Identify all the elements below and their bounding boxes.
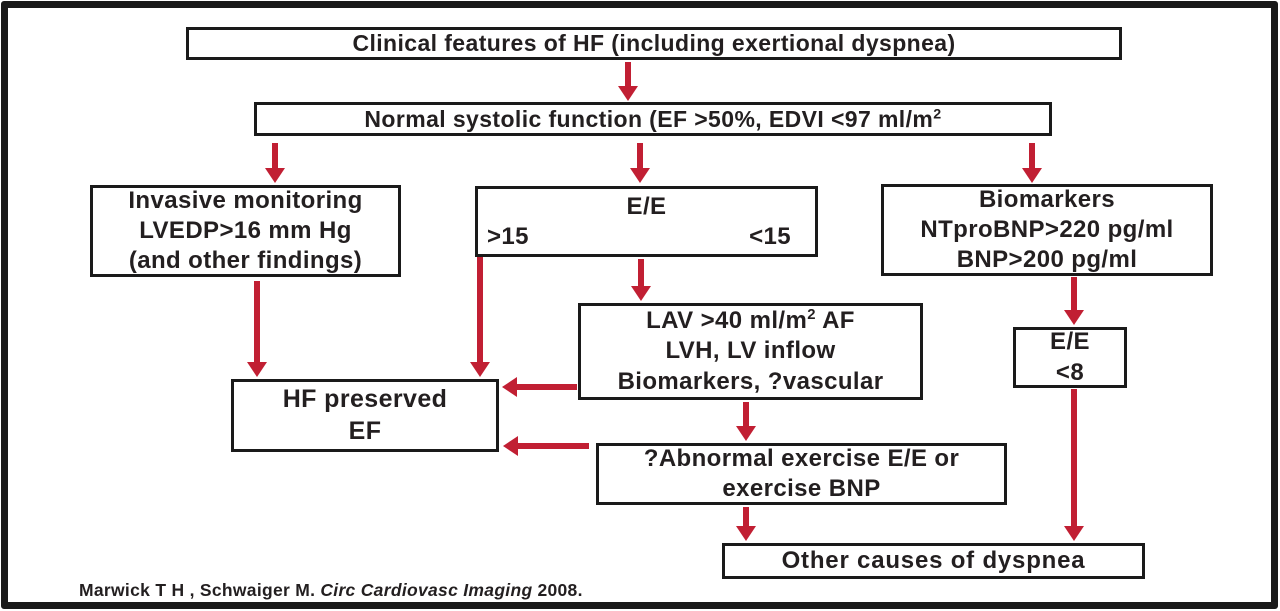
arrow-ee15-to-lav — [631, 259, 651, 301]
ee15-title: E/E — [626, 193, 667, 220]
ee15-branch-gt15: >15 — [487, 223, 529, 251]
arrow-lav-to-hf — [502, 377, 577, 397]
hf-line-1: HF preserved — [282, 385, 448, 413]
citation-year: 2008. — [537, 580, 583, 600]
other-causes-label: Other causes of dyspnea — [781, 546, 1086, 574]
node-clinical-features-label: Clinical features of HF (including exert… — [352, 30, 956, 57]
citation-authors: Marwick T H , Schwaiger M. — [79, 580, 316, 600]
biomarkers-line-3: BNP>200 pg/ml — [956, 246, 1138, 274]
lav-line-1: LAV >40 ml/m2 AF — [646, 307, 855, 335]
abnormal-line-1: ?Abnormal exercise E/E or — [643, 444, 960, 472]
arrow-ee15-gt15-to-hf — [470, 257, 490, 377]
invasive-line-2: LVEDP>16 mm Hg — [139, 216, 352, 244]
arrow-abnormal-to-hf — [503, 436, 589, 456]
node-clinical-features: Clinical features of HF (including exert… — [186, 27, 1122, 60]
lav-line-3: Biomarkers, ?vascular — [617, 367, 884, 395]
node-biomarkers: Biomarkers NTproBNP>220 pg/ml BNP>200 pg… — [881, 184, 1213, 276]
node-hf-preserved-ef: HF preserved EF — [231, 379, 499, 452]
invasive-line-3: (and other findings) — [128, 247, 363, 275]
ee15-branches: >15 <15 — [478, 222, 815, 252]
arrow-lav-to-abnormal — [736, 402, 756, 441]
abnormal-line-2: exercise BNP — [722, 475, 881, 502]
biomarkers-line-1: Biomarkers — [978, 185, 1116, 213]
node-ee-ratio-15: E/E >15 <15 — [475, 186, 818, 257]
arrow-invasive-to-hf — [247, 281, 267, 377]
citation: Marwick T H , Schwaiger M.Circ Cardiovas… — [79, 580, 583, 601]
arrow-biomarkers-to-ee8 — [1064, 277, 1084, 325]
ee15-branch-lt15: <15 — [749, 223, 791, 251]
node-lav-criteria: LAV >40 ml/m2 AF LVH, LV inflow Biomarke… — [578, 303, 923, 400]
arrow-ee8-to-other — [1064, 389, 1084, 541]
ee8-line-1: E/E — [1050, 328, 1090, 356]
node-normal-systolic-label: Normal systolic function (EF >50%, EDVI … — [364, 105, 942, 132]
lav-line-2: LVH, LV inflow — [665, 337, 836, 365]
node-normal-systolic-function: Normal systolic function (EF >50%, EDVI … — [254, 102, 1052, 136]
arrow-normal-to-biomarkers — [1022, 143, 1042, 183]
node-other-causes: Other causes of dyspnea — [722, 543, 1145, 579]
ee8-line-2: <8 — [1055, 358, 1085, 386]
citation-journal: Circ Cardiovasc Imaging — [320, 580, 533, 600]
node-ee-ratio-8: E/E <8 — [1013, 327, 1127, 388]
biomarkers-line-2: NTproBNP>220 pg/ml — [920, 215, 1174, 243]
arrow-normal-to-invasive — [265, 143, 285, 183]
invasive-line-1: Invasive monitoring — [128, 186, 363, 214]
node-invasive-monitoring: Invasive monitoring LVEDP>16 mm Hg (and … — [90, 185, 401, 277]
node-abnormal-exercise: ?Abnormal exercise E/E or exercise BNP — [596, 443, 1007, 505]
arrow-abnormal-to-other — [736, 507, 756, 541]
arrow-clinical-to-normal — [618, 62, 638, 101]
arrow-normal-to-ee15 — [630, 143, 650, 183]
hf-line-2: EF — [348, 416, 382, 445]
